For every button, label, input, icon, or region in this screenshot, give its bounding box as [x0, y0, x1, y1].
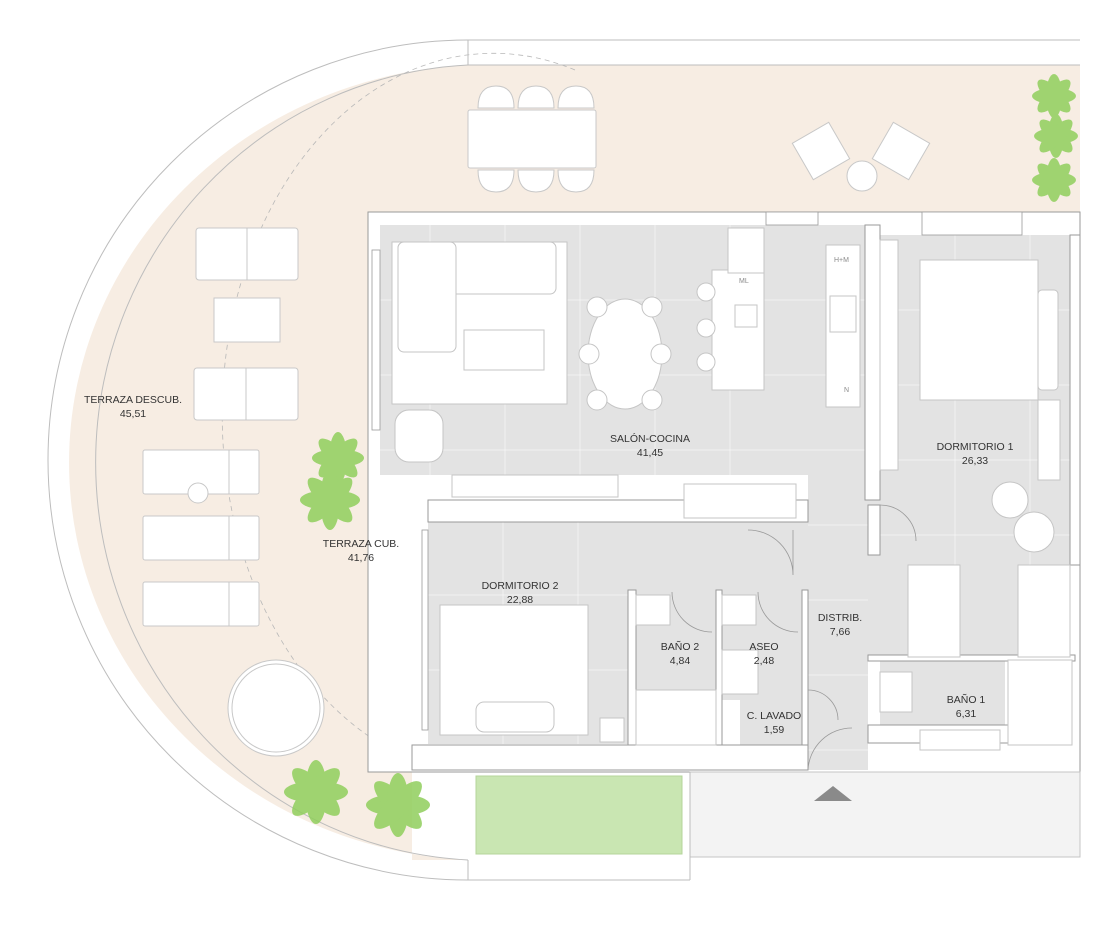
wall-bano1-top — [867, 654, 1076, 662]
dorm2-floor-2 — [628, 522, 808, 590]
plants — [284, 74, 1078, 837]
terrace-dining-set — [467, 85, 597, 193]
room-name: SALÓN-COCINA — [610, 433, 690, 445]
entrance-arrow — [814, 786, 852, 801]
room-name: DISTRIB. — [817, 612, 863, 624]
room-label-salon-cocina: SALÓN-COCINA 41,45 — [610, 432, 690, 460]
room-label-bano-1: BAÑO 1 6,31 — [947, 693, 986, 721]
wall-bottom — [411, 744, 809, 771]
room-name: ASEO — [749, 641, 779, 653]
room-area: 2,48 — [753, 655, 775, 667]
room-label-bano-2: BAÑO 2 4,84 — [661, 640, 700, 668]
dishwasher-tag: ML — [739, 278, 749, 285]
room-name: DORMITORIO 2 — [481, 580, 559, 592]
wall-dorm1-left — [867, 504, 881, 556]
room-label-terraza-descub: TERRAZA DESCUB. 45,51 — [84, 393, 182, 421]
room-area: 45,51 — [119, 408, 147, 420]
room-name: TERRAZA DESCUB. — [83, 394, 183, 406]
room-name: TERRAZA CUB. — [322, 538, 400, 550]
lawn — [475, 775, 683, 855]
room-area: 7,66 — [829, 626, 851, 638]
bedroom-furniture — [439, 239, 1073, 751]
wall-aseo-distrib — [801, 589, 809, 766]
room-name: BAÑO 2 — [660, 641, 700, 653]
room-area: 1,59 — [763, 724, 785, 736]
room-area: 4,84 — [669, 655, 691, 667]
room-area: 6,31 — [955, 708, 977, 720]
room-label-terraza-cub: TERRAZA CUB. 41,76 — [323, 537, 399, 565]
wall-salon-right — [864, 224, 881, 501]
room-area: 26,33 — [961, 455, 989, 467]
room-name: BAÑO 1 — [946, 694, 986, 706]
terrace-floor — [69, 65, 1080, 860]
room-label-dormitorio-1: DORMITORIO 1 26,33 — [937, 440, 1014, 468]
lower-terrace — [689, 771, 1081, 858]
fridge-tag: N — [844, 387, 849, 394]
room-area: 41,45 — [636, 447, 664, 459]
room-area: 22,88 — [506, 594, 534, 606]
terrace-outer-edge — [47, 39, 469, 881]
room-label-dormitorio-2: DORMITORIO 2 22,88 — [482, 579, 559, 607]
washer-dryer-tag: H+M — [834, 257, 849, 264]
room-label-aseo: ASEO 2,48 — [749, 640, 778, 668]
room-label-c-lavado: C. LAVADO 1,59 — [747, 709, 801, 737]
room-name: C. LAVADO — [746, 710, 802, 722]
room-label-distrib: DISTRIB. 7,66 — [818, 611, 862, 639]
room-name: DORMITORIO 1 — [936, 441, 1014, 453]
wall-dorm2-bano2 — [627, 589, 637, 746]
terrace-railing — [95, 64, 469, 861]
wall-bano2-aseo — [715, 589, 723, 746]
lavado-floor — [740, 700, 802, 745]
wall-dorm1-right — [1069, 234, 1081, 566]
terrace-loungers — [142, 227, 325, 757]
room-area: 41,76 — [347, 552, 375, 564]
terrace-armchairs — [791, 121, 931, 192]
salon-furniture — [391, 227, 861, 519]
